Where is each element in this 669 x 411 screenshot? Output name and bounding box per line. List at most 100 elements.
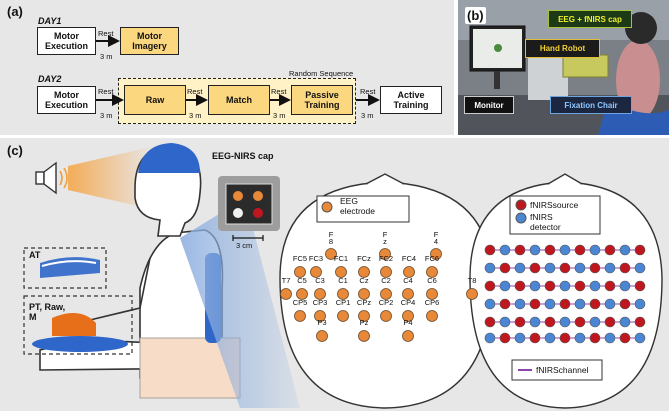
fnirs-detector	[574, 262, 586, 274]
eeg-legend-label: EEG electrode	[340, 196, 375, 216]
eeg-electrode	[310, 266, 322, 278]
channel-legend-box	[511, 359, 603, 381]
eeg-electrode	[379, 248, 391, 260]
eeg-electrode	[280, 288, 292, 300]
source-legend-marker	[515, 199, 527, 211]
eeg-electrode	[335, 266, 347, 278]
eeg-electrode	[403, 266, 415, 278]
day2-rest2-label: Rest	[187, 87, 203, 96]
day1-rest-label: Rest	[98, 29, 114, 38]
day2-rest3-label: Rest	[271, 87, 287, 96]
fnirs-source	[559, 298, 571, 310]
eeg-electrode-label: FC6	[425, 254, 439, 263]
eeg-electrode	[296, 288, 308, 300]
eeg-electrode-label: FC5	[293, 254, 307, 263]
eeg-electrode	[325, 248, 337, 260]
fnirs-detector	[589, 316, 601, 328]
eeg-electrode-label: CP2	[379, 298, 394, 307]
panel-a: (a) DAY1 Motor Execution Rest 3 m Motor …	[0, 0, 454, 135]
scale-label: 3 cm	[236, 241, 253, 250]
fnirs-detector	[544, 262, 556, 274]
eeg-electrode	[402, 310, 414, 322]
fixation-chair-tag: Fixation Chair	[550, 96, 632, 114]
fnirs-source	[529, 298, 541, 310]
eeg-fnirs-cap-tag: EEG + fNIRS cap	[548, 10, 632, 28]
fnirs-detector	[604, 262, 616, 274]
day2-motor-execution-box: Motor Execution	[37, 86, 96, 114]
day1-motor-imagery-label: Motor Imagery	[132, 31, 167, 51]
fnirs-detector	[619, 280, 631, 292]
eeg-electrode	[316, 330, 328, 342]
day2-title: DAY2	[38, 74, 62, 84]
channel-legend-label: fNIRSchannel	[536, 365, 589, 375]
fnirs-detector	[499, 316, 511, 328]
eeg-electrode	[294, 310, 306, 322]
eeg-electrode-label: F	[329, 230, 334, 239]
fnirs-source	[544, 244, 556, 256]
eeg-electrode-label: CP4	[401, 298, 416, 307]
fnirs-detector	[619, 244, 631, 256]
panel-a-label: (a)	[7, 4, 23, 19]
eeg-electrode-label: C2	[381, 276, 391, 285]
eeg-electrode	[314, 310, 326, 322]
eeg-electrode-label: T7	[282, 276, 291, 285]
fnirs-detector	[514, 262, 526, 274]
fnirs-source	[484, 316, 496, 328]
eeg-electrode-label: C3	[315, 276, 325, 285]
fnirs-detector	[559, 316, 571, 328]
panel-c-label: (c)	[7, 143, 23, 158]
at-box	[23, 247, 107, 289]
eeg-electrode	[426, 310, 438, 322]
eeg-electrode-label: C6	[427, 276, 437, 285]
eeg-electrode-label: FC3	[309, 254, 323, 263]
day1-title: DAY1	[38, 16, 62, 26]
eeg-electrode	[426, 288, 438, 300]
eeg-electrode	[337, 310, 349, 322]
eeg-electrode-label: P3	[317, 318, 326, 327]
active-training-box: Active Training	[380, 86, 442, 114]
fnirs-detector	[634, 298, 646, 310]
fnirs-detector	[514, 332, 526, 344]
match-label: Match	[225, 95, 252, 105]
pt-label: PT, Raw,	[29, 302, 66, 312]
detector-legend-label: fNIRS detector	[530, 212, 561, 232]
fnirs-detector	[604, 332, 616, 344]
raw-box: Raw	[124, 85, 186, 115]
eeg-electrode	[426, 266, 438, 278]
fnirs-detector	[574, 298, 586, 310]
eeg-electrode-label: FC4	[402, 254, 416, 263]
day2-duration3-label: 3 m	[273, 111, 286, 120]
eeg-electrode-label: F	[383, 230, 388, 239]
cap-title: EEG-NIRS cap	[212, 151, 274, 161]
fnirs-source	[619, 298, 631, 310]
fnirs-source	[499, 262, 511, 274]
random-sequence-label: Random Sequence	[289, 69, 354, 78]
eeg-electrode	[380, 310, 392, 322]
hand-robot-tag: Hand Robot	[525, 39, 600, 58]
fnirs-detector	[499, 280, 511, 292]
eeg-electrode	[358, 266, 370, 278]
fnirs-detector	[589, 280, 601, 292]
fnirs-detector	[619, 316, 631, 328]
eeg-electrode-label: 8	[329, 237, 333, 246]
fnirs-detector	[559, 244, 571, 256]
eeg-electrode	[430, 248, 442, 260]
panel-b-photo: (b) EEG + fNIRS cap Hand Robot Monitor F…	[458, 0, 669, 135]
fnirs-detector	[484, 332, 496, 344]
fnirs-detector	[529, 244, 541, 256]
eeg-electrode-label: C5	[297, 276, 307, 285]
active-training-label: Active Training	[393, 90, 429, 110]
fnirs-source	[574, 244, 586, 256]
fnirs-detector	[544, 298, 556, 310]
fnirs-source	[499, 298, 511, 310]
fnirs-head-outline	[469, 181, 663, 409]
eeg-electrode	[358, 288, 370, 300]
eeg-electrode-label: FCz	[357, 254, 371, 263]
eeg-electrode-label: P4	[403, 318, 412, 327]
fnirs-detector	[604, 298, 616, 310]
day2-motor-execution-label: Motor Execution	[44, 90, 88, 110]
raw-label: Raw	[145, 95, 165, 105]
eeg-electrode-label: CP1	[336, 298, 351, 307]
eeg-electrode-label: T8	[468, 276, 477, 285]
